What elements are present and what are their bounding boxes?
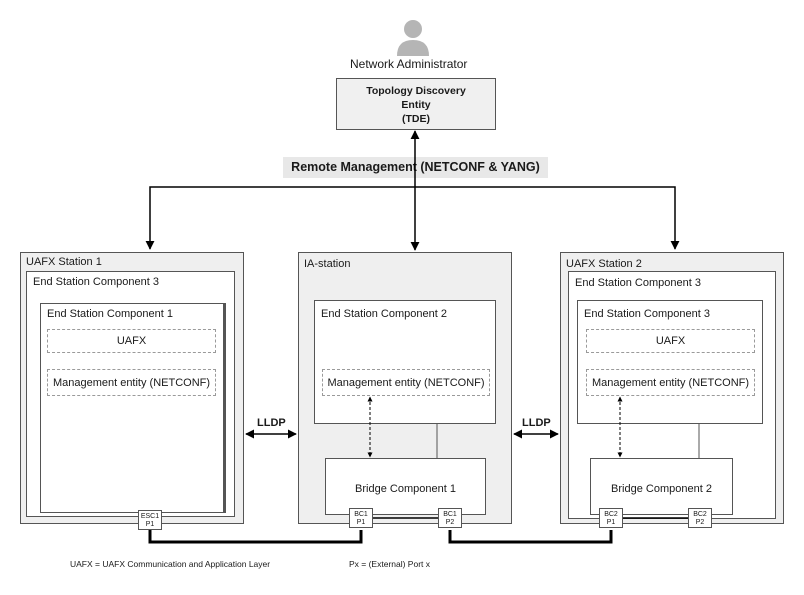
topology-discovery-entity-box: Topology Discovery Entity (TDE) <box>336 78 496 130</box>
port-p1-label: P1 <box>356 519 366 526</box>
ia-port-bc1-p1: BC1 P1 <box>349 508 373 528</box>
station2-bridge-label: Bridge Component 2 <box>611 483 712 495</box>
network-administrator-label: Network Administrator <box>350 57 468 71</box>
tde-line-2: Entity <box>401 99 431 111</box>
management-bus-left <box>145 186 415 250</box>
station2-uafx-box: UAFX <box>586 329 755 353</box>
port-bc2-label: BC2 <box>604 511 618 518</box>
station2-port-bc2-p2: BC2 P2 <box>688 508 712 528</box>
port-esc1-label: ESC1 <box>140 513 160 520</box>
management-bus-right <box>415 186 680 250</box>
station1-esc3-label: End Station Component 3 <box>33 276 159 288</box>
port-p2-label: P2 <box>695 519 705 526</box>
station2-esc3-outer-label: End Station Component 3 <box>575 277 701 289</box>
station2-port-bc2-p1: BC2 P1 <box>599 508 623 528</box>
station1-management-entity: Management entity (NETCONF) <box>47 369 216 396</box>
station1-esc1-label: End Station Component 1 <box>47 308 173 320</box>
station1-uafx-box: UAFX <box>47 329 216 353</box>
port-bc1-label: BC1 <box>443 511 457 518</box>
port-p1-label: P1 <box>145 521 155 528</box>
station2-bridge-component-2: Bridge Component 2 <box>590 458 733 515</box>
legend-port-definition: Px = (External) Port x <box>349 559 431 569</box>
port-bc2-label: BC2 <box>693 511 707 518</box>
link-esc1-to-bc1p1 <box>148 530 363 544</box>
lldp-left-label: LLDP <box>257 417 286 429</box>
ia-station-title: IA-station <box>304 258 351 270</box>
legend-uafx-definition: UAFX = UAFX Communication and Applicatio… <box>70 559 271 569</box>
ia-bridge-label: Bridge Component 1 <box>355 483 456 495</box>
lldp-right-label: LLDP <box>522 417 551 429</box>
port-bc1-label: BC1 <box>354 511 368 518</box>
ia-port-bc1-p2: BC1 P2 <box>438 508 462 528</box>
port-p2-label: P2 <box>445 519 455 526</box>
port-p1-label: P1 <box>606 519 616 526</box>
tde-line-3: (TDE) <box>402 113 430 125</box>
uafx-station-1-title: UAFX Station 1 <box>26 256 102 268</box>
ia-end-station-component-2: End Station Component 2 <box>314 300 496 424</box>
station2-esc3-inner-label: End Station Component 3 <box>584 308 710 320</box>
ia-management-entity: Management entity (NETCONF) <box>322 369 490 396</box>
tde-line-1: Topology Discovery <box>366 85 466 97</box>
ia-esc2-label: End Station Component 2 <box>321 308 447 320</box>
station2-management-entity: Management entity (NETCONF) <box>586 369 755 396</box>
network-administrator-icon <box>397 20 429 56</box>
station2-end-station-component-3-inner: End Station Component 3 <box>577 300 763 424</box>
uafx-station-2-title: UAFX Station 2 <box>566 258 642 270</box>
ia-bridge-component-1: Bridge Component 1 <box>325 458 486 515</box>
station1-port-esc1-p1: ESC1 P1 <box>138 510 162 530</box>
link-bc1p2-to-bc2p1 <box>448 530 613 544</box>
